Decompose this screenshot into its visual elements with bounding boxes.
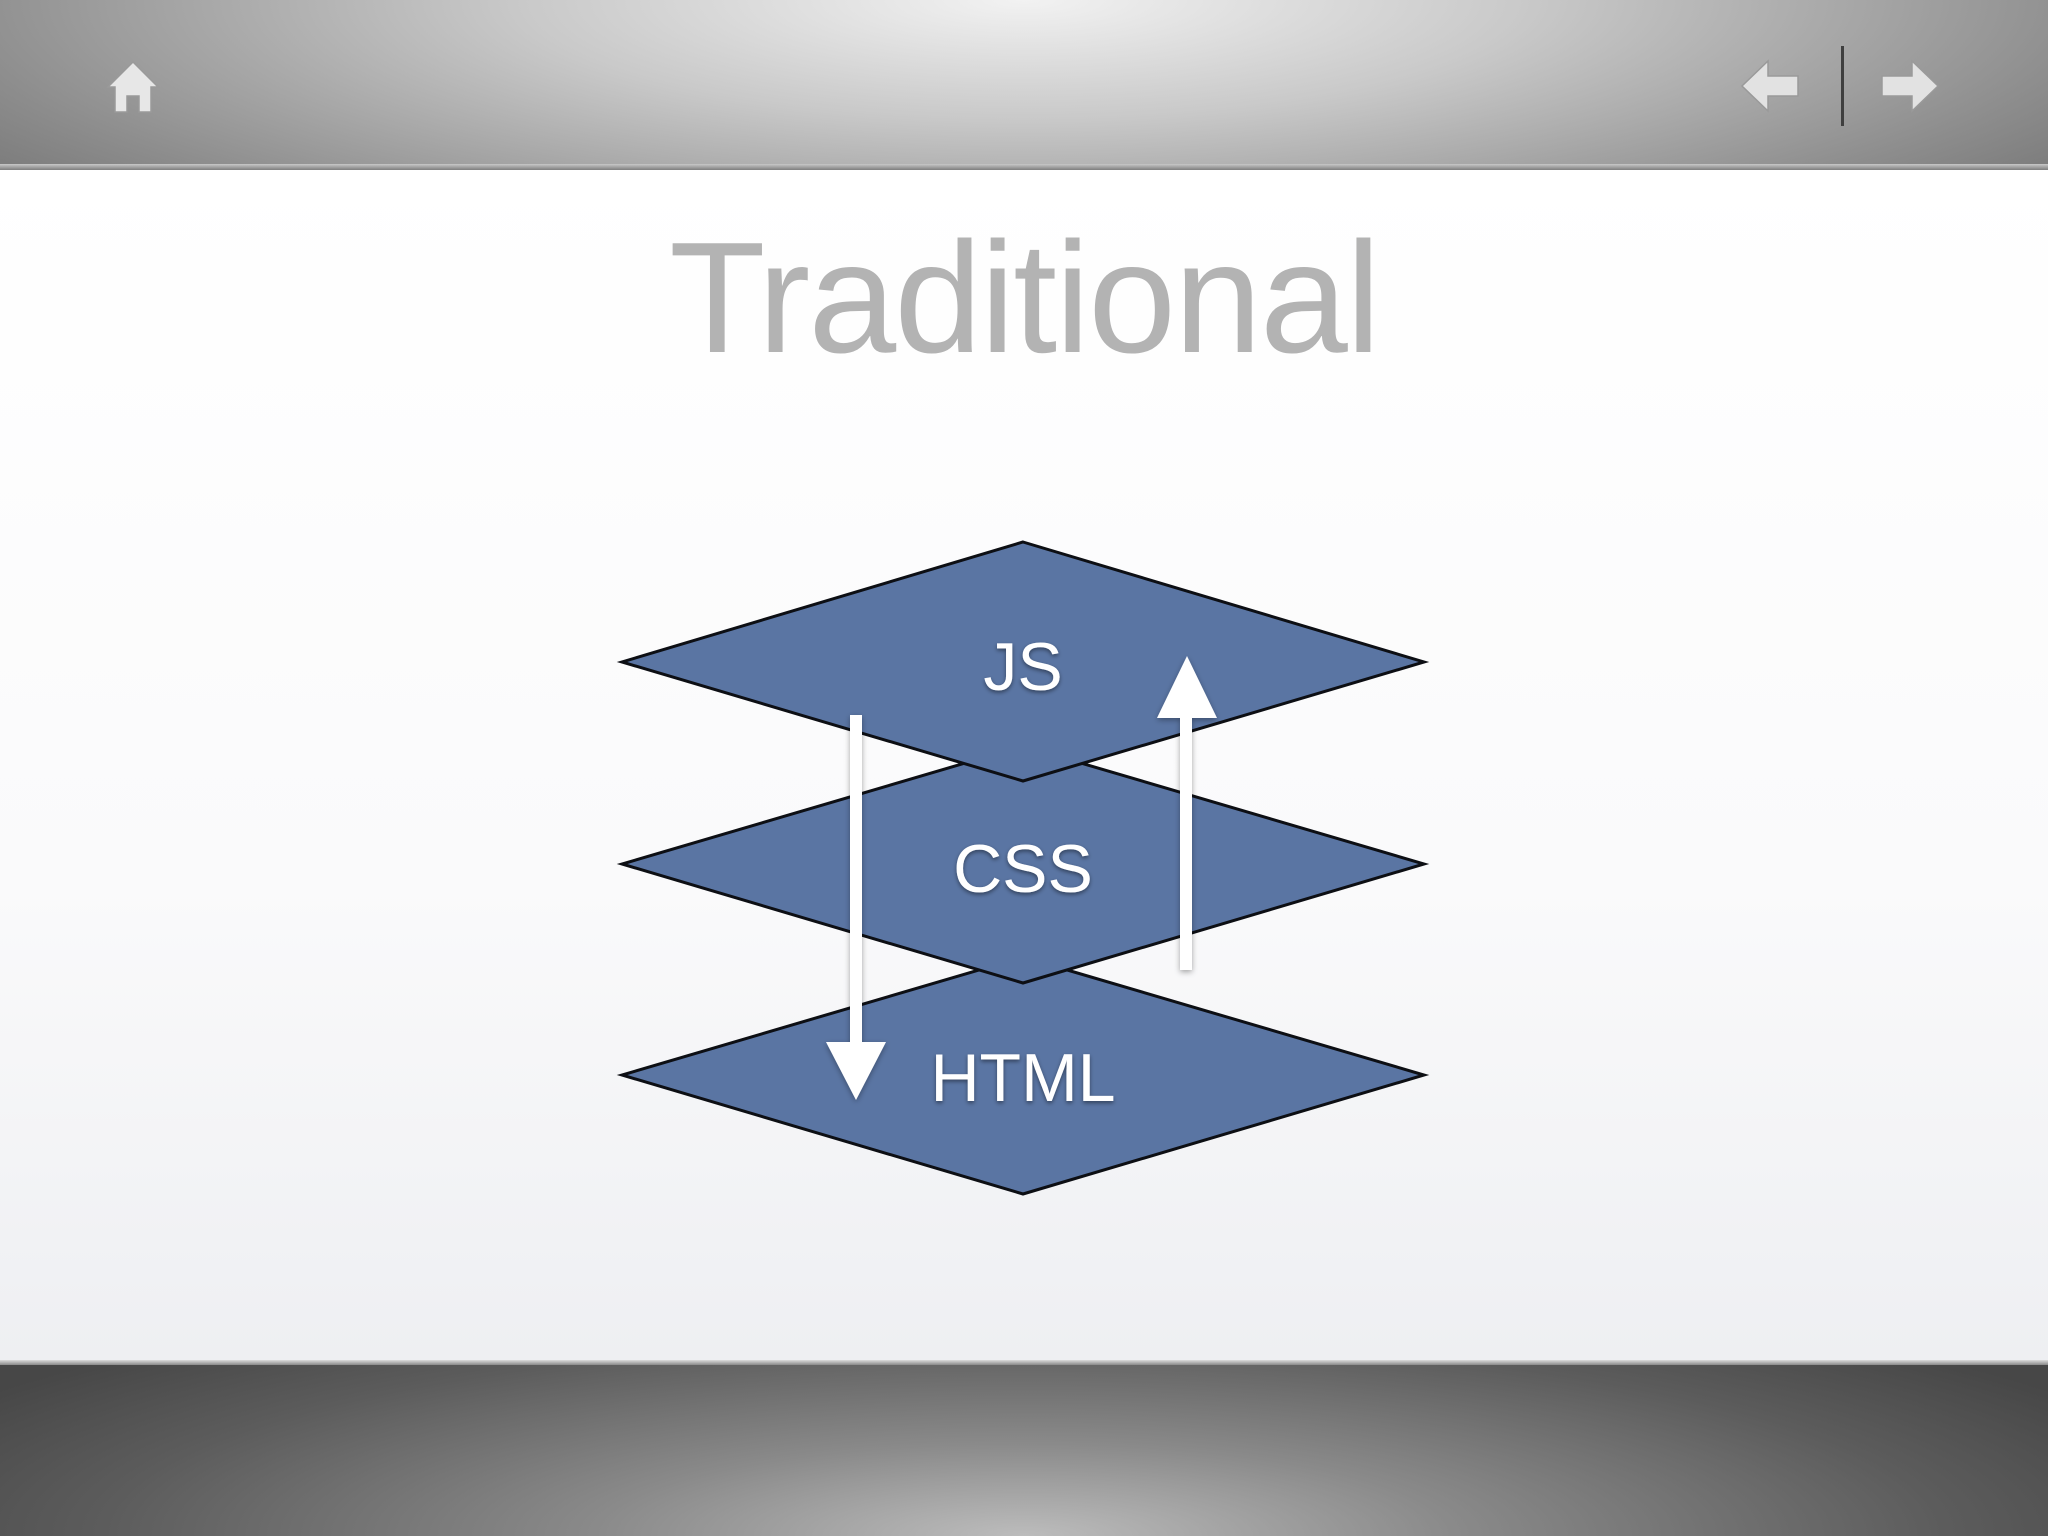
- html-layer-label: HTML: [930, 1040, 1115, 1116]
- arrow-down-icon: [826, 715, 886, 1100]
- slide-title: Traditional: [669, 210, 1381, 386]
- home-icon[interactable]: [104, 58, 162, 116]
- arrow-left-icon[interactable]: [1740, 58, 1800, 114]
- js-layer-label: JS: [983, 629, 1062, 705]
- css-layer-label: CSS: [953, 831, 1093, 907]
- arrow-up-icon: [1157, 656, 1217, 970]
- nav-divider: [1841, 46, 1844, 126]
- arrow-right-icon[interactable]: [1880, 58, 1940, 114]
- top-toolbar: [0, 0, 2048, 170]
- bottom-toolbar: [0, 1360, 2048, 1536]
- js-layer: [616, 540, 1430, 783]
- css-layer: [616, 744, 1430, 985]
- html-layer: [616, 955, 1430, 1196]
